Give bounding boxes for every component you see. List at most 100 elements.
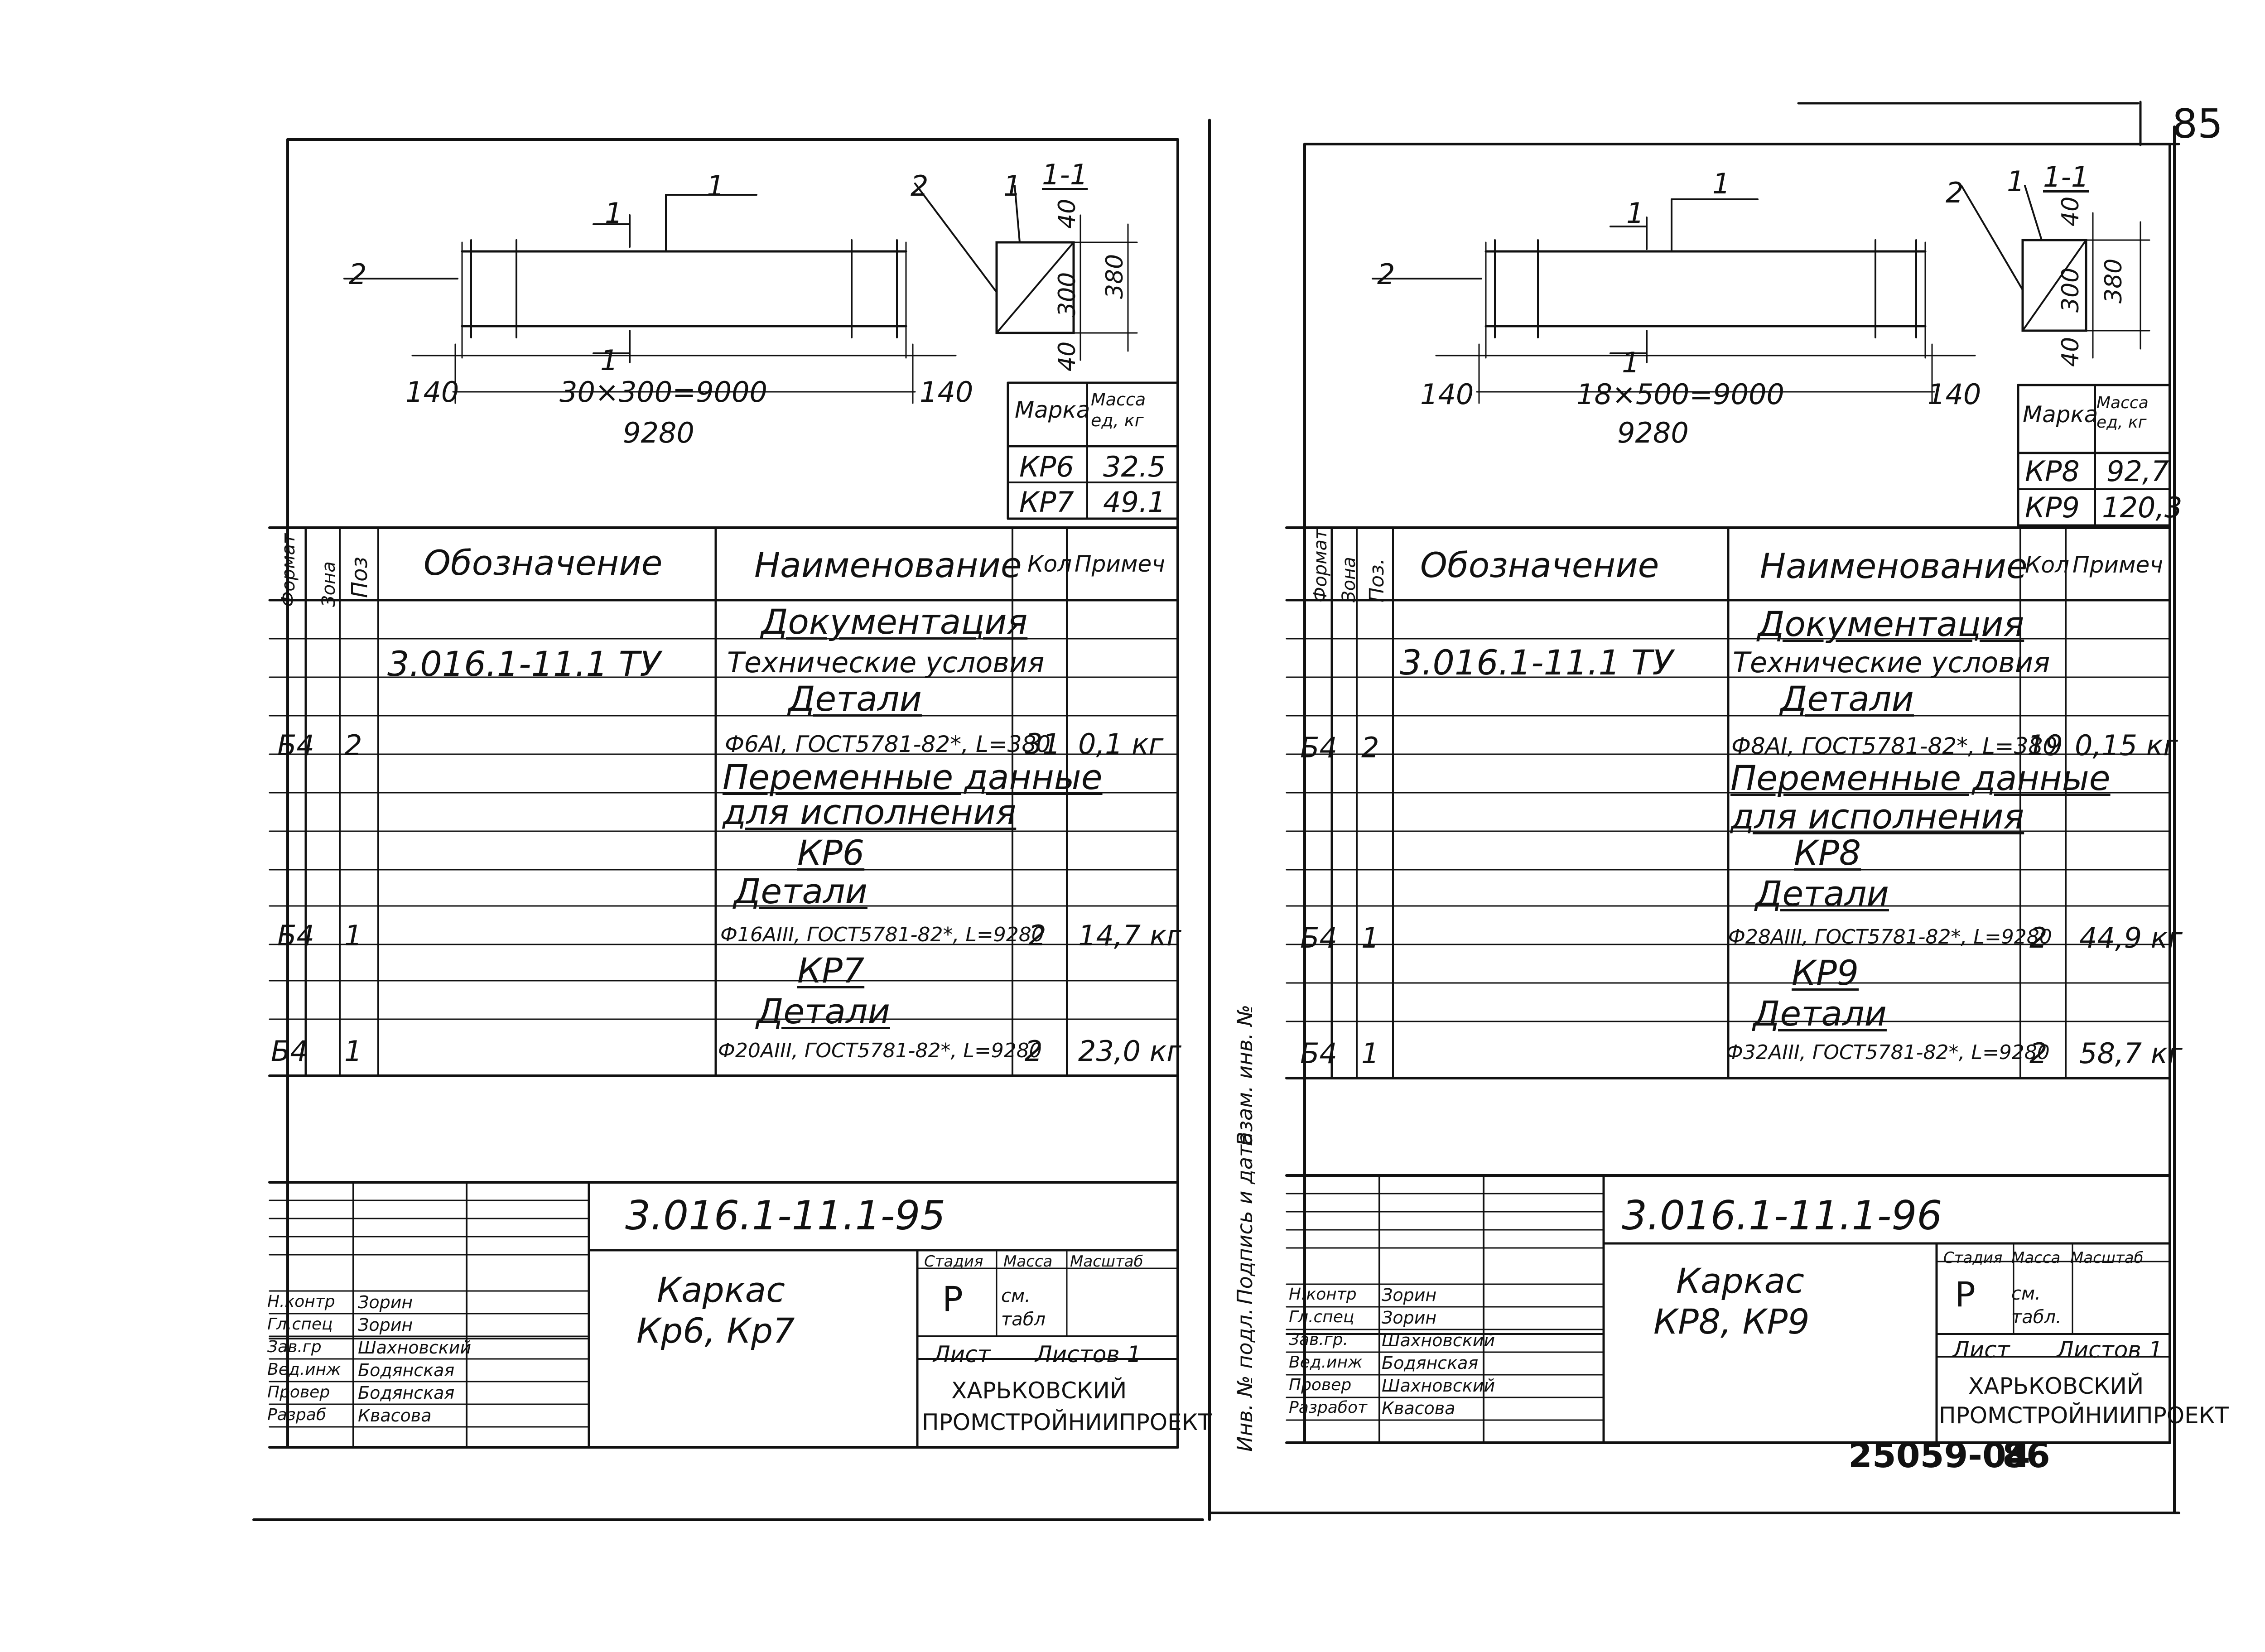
right-mass-value-1: 92,7	[2106, 455, 2169, 488]
section-leader-pos2	[914, 183, 998, 293]
section-leader-pos1	[1014, 185, 1021, 243]
left-sign-role: Зав.гр	[267, 1338, 322, 1356]
left-row-9-pos: 1	[344, 919, 362, 952]
left-row-10-name: КР7	[797, 950, 865, 991]
right-end-right-dim: 140	[1928, 378, 1981, 411]
left-row-11-name: Детали	[757, 991, 890, 1031]
left-mass-head-mark: Марка	[1015, 397, 1090, 423]
left-row-4-pos: 2	[344, 729, 362, 762]
right-row-1-name: Документация	[1758, 604, 2024, 644]
right-span-dim: 18×500=9000	[1576, 378, 1784, 411]
left-mass-label: Масса	[1003, 1252, 1053, 1271]
right-row-6-name: для исполнения	[1730, 796, 2024, 837]
left-pos2-label: 2	[349, 258, 367, 291]
right-row-12-pos: 1	[1361, 1037, 1379, 1070]
right-org-line2: ПРОМСТРОЙНИИПРОЕКТ	[1939, 1402, 2229, 1429]
right-head-zone: Зона	[1339, 557, 1359, 602]
left-sheet-label: Лист	[933, 1341, 991, 1368]
right-row-4-format: Б4	[1300, 731, 1337, 764]
left-title-2: Кр6, Кр7	[636, 1310, 795, 1351]
left-mass-value-1: 32.5	[1103, 450, 1166, 483]
right-stage-value: Р	[1955, 1274, 1976, 1315]
right-title-1: Каркас	[1676, 1261, 1805, 1301]
left-sign-name: Зорин	[358, 1315, 413, 1335]
left-head-zone: Зона	[318, 561, 339, 607]
right-total-dim: 9280	[1617, 416, 1689, 449]
right-head-name: Наименование	[1760, 546, 2028, 586]
left-row-12-name: Ф20АIII, ГОСТ5781-82*, L=9280	[718, 1039, 1042, 1062]
left-mass-value: см. табл	[1001, 1286, 1046, 1330]
left-cover-top: 40	[1054, 198, 1081, 229]
section-outline	[2021, 239, 2087, 332]
right-mass-head-mark: Марка	[2023, 401, 2098, 428]
right-scale-label: Масштаб	[2070, 1249, 2144, 1267]
left-sign-role: Разраб	[267, 1406, 327, 1424]
left-row-9-name: Ф16АIII, ГОСТ5781-82*, L=9280	[720, 923, 1044, 946]
right-row-5-name: Переменные данные	[1730, 758, 2111, 798]
left-cut-top-label: 1	[605, 197, 623, 230]
right-end-left-dim: 140	[1420, 378, 1474, 411]
left-title-1: Каркас	[657, 1270, 786, 1310]
left-section-pos1: 1	[1003, 169, 1022, 202]
left-height-total: 380	[1101, 254, 1128, 299]
right-head-qty: Кол	[2025, 552, 2070, 578]
right-row-7-name: КР8	[1794, 833, 1861, 873]
left-row-4-qty: 31	[1025, 727, 1060, 761]
right-cover-bottom: 40	[2057, 337, 2084, 367]
right-pos2-label: 2	[1377, 258, 1395, 291]
right-row-2-name: Технические условия	[1733, 646, 2050, 679]
left-row-9-note: 14,7 кг	[1078, 919, 1181, 952]
right-sheet-label: Лист	[1952, 1337, 2010, 1363]
right-row-9-qty: 2	[2029, 921, 2048, 954]
left-sign-name: Бодянская	[358, 1383, 455, 1403]
right-height-total: 380	[2100, 258, 2127, 303]
right-cut-top-label: 1	[1626, 197, 1644, 230]
right-mass-mark-2: КР9	[2025, 491, 2080, 524]
left-head-qty: Кол	[1027, 551, 1072, 577]
right-row-4-qty: 19	[2027, 729, 2063, 762]
right-sign-name: Зорин	[1382, 1285, 1437, 1305]
left-row-4-format: Б4	[277, 729, 314, 762]
left-row-5-name: Переменные данные	[723, 757, 1103, 797]
right-head-designation: Обозначение	[1420, 545, 1659, 585]
right-row-12-name: Ф32АIII, ГОСТ5781-82*, L=9280	[1726, 1041, 2050, 1064]
left-row-4-name: Ф6АI, ГОСТ5781-82*, L=380	[725, 731, 1051, 757]
right-sign-name: Квасова	[1382, 1398, 1455, 1418]
left-sign-role: Н.контр	[267, 1292, 335, 1311]
right-row-8-name: Детали	[1755, 873, 1889, 914]
left-height-inner: 300	[1054, 272, 1081, 317]
right-row-3-name: Детали	[1780, 679, 1914, 719]
left-sheets-label: Листов 1	[1035, 1341, 1142, 1368]
left-row-12-format: Б4	[271, 1035, 308, 1068]
right-head-pos: Поз.	[1365, 558, 1388, 602]
right-sign-name: Зорин	[1382, 1308, 1437, 1328]
section-diagonal	[996, 241, 1075, 334]
left-mass-mark-1: КР6	[1019, 450, 1074, 483]
right-title-2: КР8, КР9	[1653, 1301, 1810, 1342]
right-row-9-note: 44,9 кг	[2079, 921, 2183, 954]
section-leader-pos1	[2024, 185, 2043, 241]
right-sheets-label: Листов 1	[2057, 1337, 2163, 1363]
left-row-4-note: 0,1 кг	[1078, 727, 1164, 761]
left-sign-role: Провер	[267, 1383, 330, 1402]
left-sign-name: Зорин	[358, 1292, 413, 1312]
right-row-11-name: Детали	[1753, 993, 1887, 1034]
side-stamp-inv: Инв. № подл.	[1233, 1308, 1257, 1452]
section-diagonal	[2022, 239, 2087, 332]
right-mass-value-2: 120,3	[2102, 491, 2183, 524]
left-row-2-name: Технические условия	[727, 646, 1045, 679]
left-org-line1: ХАРЬКОВСКИЙ	[951, 1377, 1127, 1404]
left-row-6-name: для исполнения	[723, 792, 1017, 832]
right-sign-name: Бодянская	[1382, 1353, 1479, 1373]
left-stage-label: Стадия	[924, 1252, 983, 1271]
right-sign-role: Разработ	[1289, 1398, 1368, 1417]
section-outline	[995, 241, 1075, 334]
right-sign-role: Вед.инж	[1289, 1353, 1363, 1372]
page-number: 85	[2172, 101, 2223, 147]
left-sign-name: Бодянская	[358, 1360, 455, 1380]
right-row-10-name: КР9	[1792, 953, 1859, 993]
left-sign-name: Квасова	[358, 1406, 432, 1426]
left-end-right-dim: 140	[920, 376, 973, 409]
